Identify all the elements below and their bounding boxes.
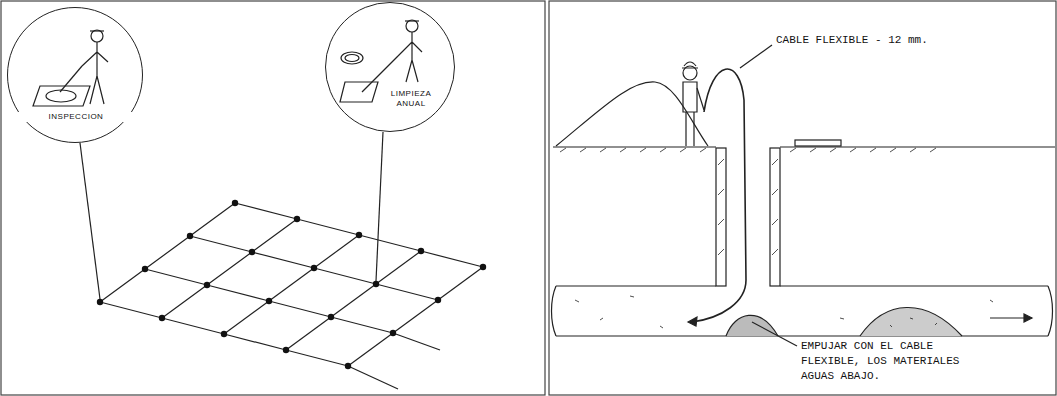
manhole-grid <box>100 203 483 389</box>
manhole-shaft <box>716 148 780 286</box>
callout-caption: INSPECCION <box>8 112 144 122</box>
leader-line <box>376 132 383 281</box>
callout-circle: INSPECCION <box>7 7 143 143</box>
leader-line <box>740 45 772 68</box>
ground-section <box>553 82 1055 152</box>
sewer-pipe <box>552 286 1053 336</box>
note-label: CABLE FLEXIBLE - 12 mm. <box>774 33 978 48</box>
callout-circle: LIMPIEZA ANUAL <box>325 2 455 132</box>
worker-surface <box>682 62 704 146</box>
flexible-cable <box>692 69 746 322</box>
panel-frame <box>549 1 1056 395</box>
leader-line <box>80 143 100 299</box>
leader-line <box>752 322 797 346</box>
worker-inspection <box>33 30 108 106</box>
note-label: EMPUJAR CON EL CABLE FLEXIBLE, LOS MATER… <box>799 339 981 384</box>
cable-arrowhead <box>688 317 697 326</box>
manhole-dots <box>97 200 486 369</box>
callout-caption: LIMPIEZA ANUAL <box>384 89 438 110</box>
panel-frame <box>1 1 545 395</box>
